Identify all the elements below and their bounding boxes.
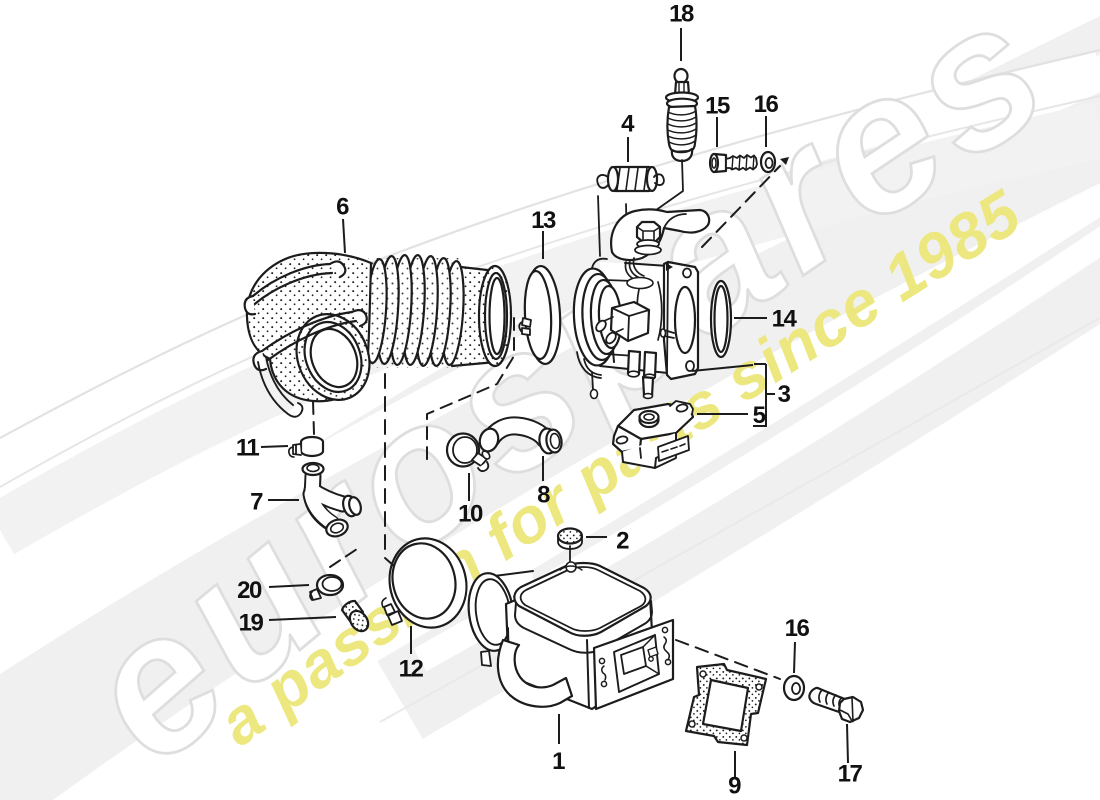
svg-text:12: 12 — [399, 656, 424, 683]
svg-text:11: 11 — [236, 435, 260, 462]
svg-text:10: 10 — [458, 501, 483, 528]
svg-text:8: 8 — [537, 482, 550, 509]
svg-text:2: 2 — [616, 528, 629, 555]
svg-text:20: 20 — [237, 577, 262, 604]
svg-text:3: 3 — [778, 381, 791, 408]
svg-text:5: 5 — [753, 402, 766, 429]
svg-text:17: 17 — [838, 761, 863, 788]
svg-text:19: 19 — [239, 610, 264, 637]
svg-text:13: 13 — [531, 207, 556, 234]
svg-text:18: 18 — [669, 1, 694, 28]
svg-text:7: 7 — [250, 489, 263, 516]
svg-text:6: 6 — [336, 194, 349, 221]
svg-text:15: 15 — [705, 93, 730, 120]
svg-text:16: 16 — [754, 91, 779, 118]
svg-text:9: 9 — [728, 773, 741, 800]
svg-text:1: 1 — [552, 748, 565, 775]
svg-text:16: 16 — [785, 615, 810, 642]
svg-text:14: 14 — [772, 306, 798, 333]
svg-text:4: 4 — [621, 111, 635, 138]
